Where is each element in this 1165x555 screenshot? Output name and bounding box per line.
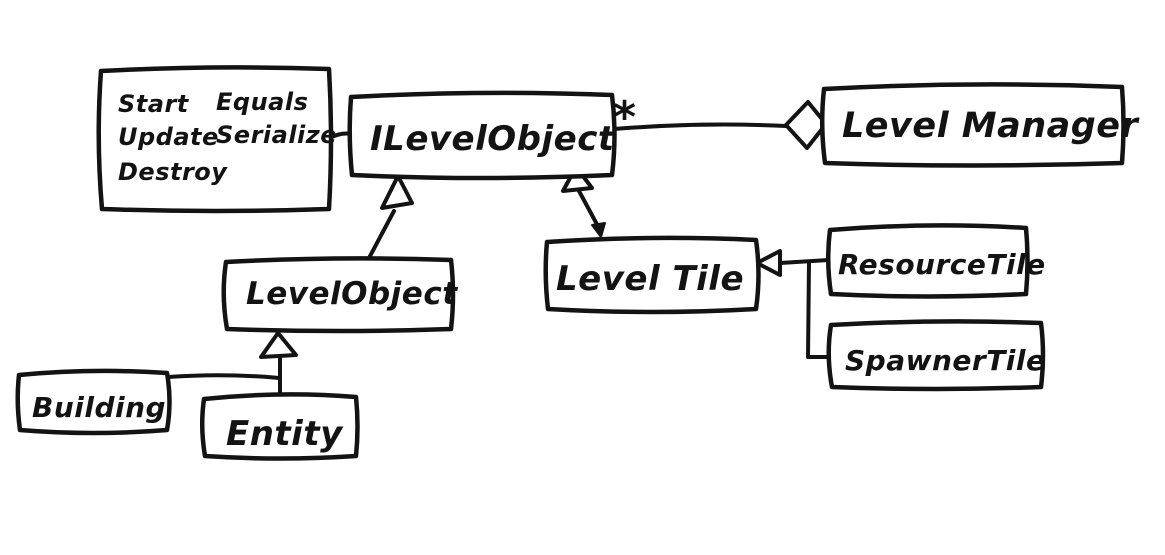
class-name-label: Entity [226, 414, 344, 454]
methods-note-box [96, 65, 334, 214]
spawnertile-box [826, 319, 1046, 392]
aggregation-line [612, 122, 788, 131]
class-name-label: SpawnerTile [845, 344, 1046, 377]
class-name-label: LevelObject [246, 276, 458, 312]
class-name-label: ResourceTile [838, 248, 1046, 281]
method-label: Update [118, 123, 219, 151]
method-label: Destroy [118, 158, 228, 186]
node-building: Building [15, 368, 172, 436]
entity-box [200, 392, 360, 461]
levelmanager-box [819, 82, 1126, 168]
node-leveltile: Level Tile [543, 235, 761, 315]
node-resourcetile: ResourceTile [825, 223, 1046, 299]
edges-layer [166, 100, 832, 398]
spawnertile-inheritance-line [806, 260, 832, 359]
class-name-label: Level Manager [842, 106, 1141, 146]
building-inheritance-line [166, 373, 281, 380]
multiplicity-label: * [613, 92, 636, 143]
node-levelobject: LevelObject [221, 256, 458, 334]
class-name-label: Level Tile [556, 259, 744, 299]
method-label: Equals [216, 88, 308, 116]
node-entity: Entity [200, 392, 360, 461]
inheritance-triangle-icon-levelobject [259, 331, 298, 359]
ilevelobject-box [347, 90, 617, 181]
node-methods-note: Start Equals Update Serialize Destroy [96, 65, 337, 214]
leveltile-box [543, 235, 761, 315]
small-arrowhead-icon [591, 222, 606, 238]
method-label: Start [118, 90, 190, 118]
class-name-label: Building [32, 391, 166, 424]
inheritance-triangle-icon-left [380, 174, 414, 210]
node-ilevelobject: ILevelObject [347, 90, 617, 181]
levelobject-inheritance-line [367, 209, 396, 260]
node-spawnertile: SpawnerTile [826, 319, 1046, 392]
resourcetile-inheritance-line [778, 258, 831, 265]
method-label: Serialize [216, 121, 337, 149]
resourcetile-box [825, 223, 1030, 299]
building-box [15, 368, 172, 436]
class-name-label: ILevelObject [370, 119, 616, 159]
node-levelmanager: Level Manager [819, 82, 1141, 168]
levelobject-box [221, 256, 456, 334]
